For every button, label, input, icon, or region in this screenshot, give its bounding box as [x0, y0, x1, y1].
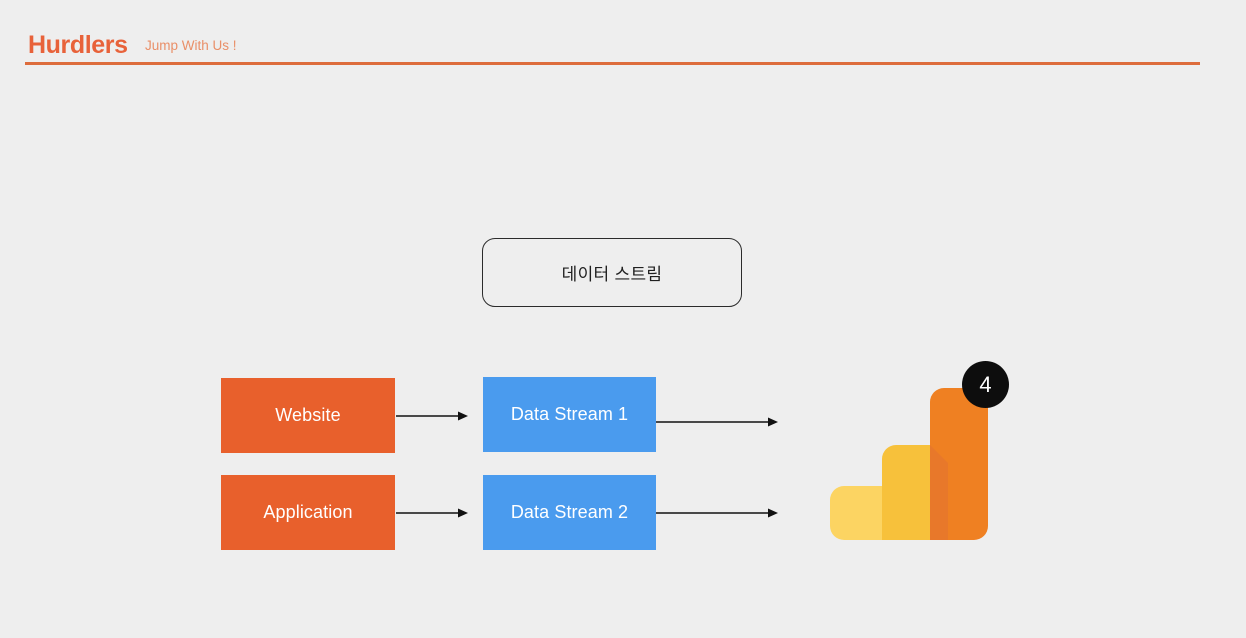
- node-data-stream-1-label: Data Stream 1: [510, 404, 629, 424]
- google-analytics-logo-icon: [830, 388, 988, 540]
- ga-version-badge: 4: [962, 361, 1009, 408]
- arrow-website-to-stream1-icon: [396, 410, 468, 422]
- brand-logo-text: Hurdlers: [28, 31, 128, 59]
- node-data-stream-2: Data Stream 2: [483, 475, 656, 550]
- ga-version-badge-text: 4: [979, 371, 992, 397]
- node-data-stream-1: Data Stream 1: [483, 377, 656, 452]
- node-data-stream-2-label: Data Stream 2: [510, 502, 629, 522]
- node-website-label: Website: [275, 405, 341, 425]
- header-divider: [25, 62, 1200, 65]
- arrow-application-to-stream2-icon: [396, 507, 468, 519]
- arrow-stream2-to-analytics-icon: [656, 507, 778, 519]
- data-stream-group-box: 데이터 스트림: [482, 238, 742, 307]
- arrow-stream1-to-analytics-icon: [656, 416, 778, 428]
- node-application: Application: [221, 475, 395, 550]
- node-application-label: Application: [263, 502, 353, 522]
- data-stream-group-label: 데이터 스트림: [561, 265, 663, 284]
- brand-tagline: Jump With Us !: [145, 38, 237, 53]
- page-header: Hurdlers Jump With Us !: [0, 0, 1246, 66]
- node-website: Website: [221, 378, 395, 453]
